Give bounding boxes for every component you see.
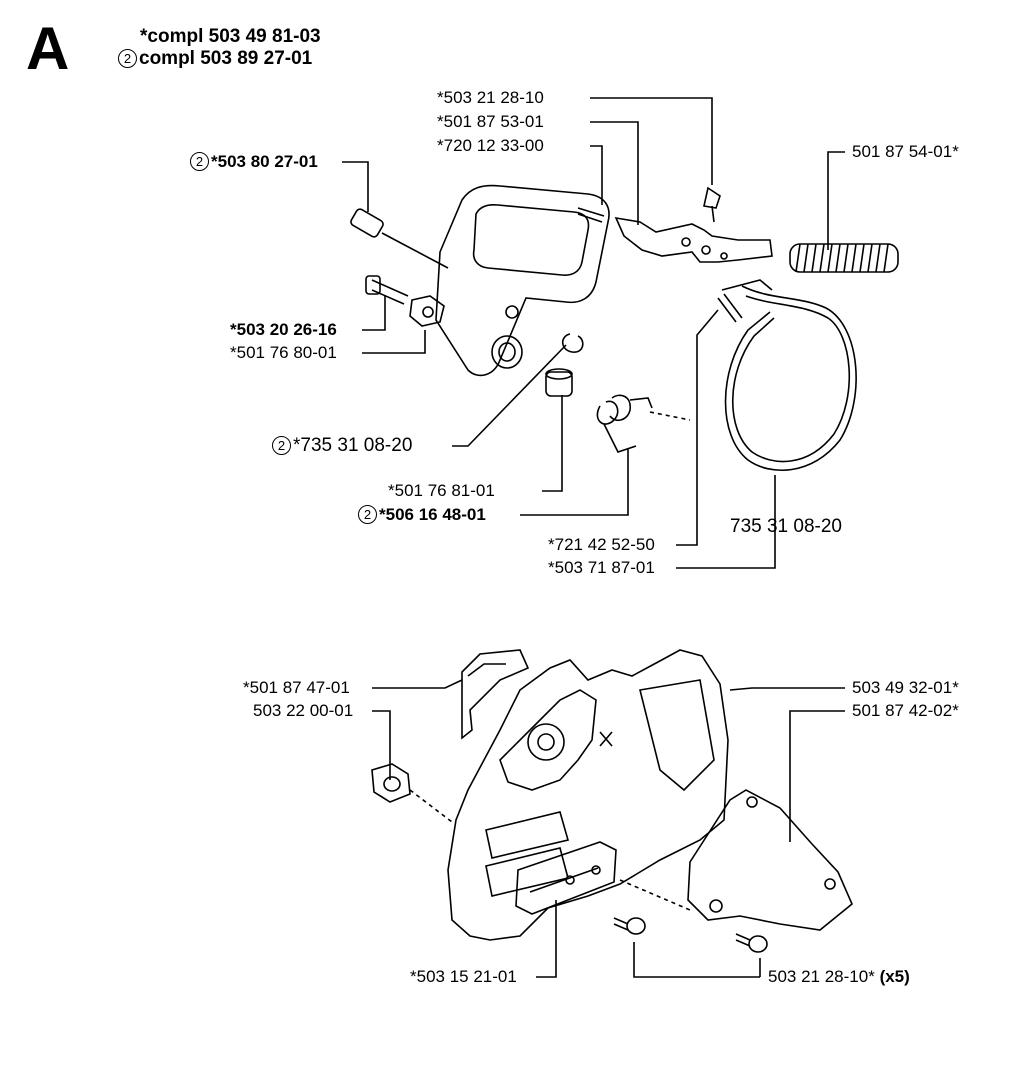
part-label-501874701: *501 87 47-01 — [243, 678, 350, 697]
part-label-501874202: 501 87 42-02* — [852, 701, 959, 720]
part-label-735310820: 2*735 31 08-20 — [272, 436, 412, 456]
leader-501875301 — [590, 121, 639, 225]
part-label-506164801: 2*506 16 48-01 — [358, 505, 486, 525]
part-label-501768001: *501 76 80-01 — [230, 343, 337, 362]
assembly-header-line1: *compl 503 49 81-03 — [140, 26, 321, 47]
small-screw — [703, 186, 721, 209]
assembly-header-line2-text: compl 503 89 27-01 — [139, 48, 313, 69]
leader-501875401 — [827, 151, 845, 250]
pivot-bushing — [350, 208, 384, 238]
part-number: *735 31 08-20 — [293, 435, 413, 456]
part-label-501875401: 501 87 54-01* — [852, 142, 959, 161]
part-label-720123300: *720 12 33-00 — [437, 136, 544, 155]
brake-band-outer — [724, 285, 857, 471]
leader-503220001 — [372, 710, 391, 780]
part-label-501875301: *501 87 53-01 — [437, 112, 544, 131]
cover-x-mark — [599, 731, 613, 747]
circled-marker: 2 — [190, 152, 209, 171]
leader-720123300 — [590, 145, 603, 205]
cover-screw-1 — [613, 917, 646, 935]
spacer — [545, 371, 573, 397]
leader-503212810-bottom — [633, 942, 761, 978]
circled-marker: 2 — [358, 505, 377, 524]
part-label-503493201: 503 49 32-01* — [852, 678, 959, 697]
bar-nut — [371, 763, 411, 803]
part-label-503202616: *503 20 26-16 — [230, 320, 337, 339]
part-label-503212810-bottom: 503 21 28-10* (x5) — [768, 967, 910, 987]
part-label-503802701: 2*503 80 27-01 — [190, 152, 318, 172]
brake-handle-inner — [472, 203, 590, 276]
part-label-503212810-top: *503 21 28-10 — [437, 88, 544, 107]
chain-catcher-bracket — [687, 789, 853, 931]
part-label-501768101: *501 76 81-01 — [388, 481, 495, 500]
quantity: (x5) — [879, 967, 910, 986]
clutch-cover-body — [447, 649, 729, 941]
circled-marker: 2 — [118, 49, 137, 68]
leader-503802701 — [342, 161, 369, 212]
brake-handle-outline — [435, 184, 610, 377]
part-label-503152101: *503 15 21-01 — [410, 967, 517, 986]
part-number: *506 16 48-01 — [379, 505, 486, 524]
screw-shank — [371, 279, 409, 305]
guide-plate — [515, 841, 617, 915]
leader-501768001 — [362, 330, 426, 354]
part-number: *503 80 27-01 — [211, 152, 318, 171]
brake-linkage — [614, 216, 773, 263]
handle-pivot-hole — [491, 335, 523, 369]
section-letter: A — [26, 15, 70, 82]
leader-501874202 — [789, 710, 845, 842]
part-label-721425250: *721 42 52-50 — [548, 535, 655, 554]
band-pin — [717, 293, 743, 323]
cover-screw-2 — [735, 933, 768, 953]
circled-marker: 2 — [272, 436, 291, 455]
leader-503718701 — [676, 475, 776, 569]
leader-501768101 — [542, 395, 563, 492]
leader-721425250 — [676, 309, 719, 546]
spring-ring — [561, 333, 584, 353]
leader-503212810-top — [590, 97, 713, 185]
pin — [577, 207, 605, 223]
leader-503202616 — [362, 295, 386, 331]
leader-503493201 — [729, 687, 845, 691]
part-label-735310820-band: 735 31 08-20 — [730, 516, 842, 537]
part-number: 503 21 28-10* — [768, 967, 875, 986]
leader-503152101 — [536, 900, 557, 978]
leader-506164801 — [520, 448, 629, 516]
part-label-503718701: *503 71 87-01 — [548, 558, 655, 577]
chain-guide — [461, 649, 530, 740]
part-label-503220001: 503 22 00-01 — [253, 701, 354, 720]
torsion-spring — [596, 394, 653, 453]
leader-735310820 — [452, 344, 567, 447]
leader-501874701 — [372, 679, 463, 689]
brake-coil-spring — [789, 243, 899, 273]
nut — [409, 295, 445, 327]
